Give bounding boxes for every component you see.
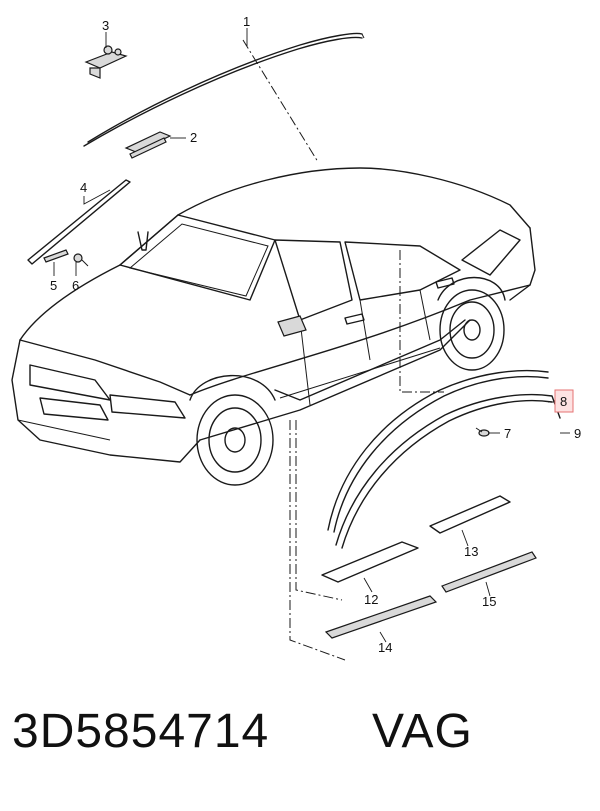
callout-4: 4 [80,180,87,195]
sill-plate-14 [324,595,438,639]
brand-name: VAG [372,705,473,758]
callout-label: 8 [560,394,567,409]
callout-label: 9 [574,426,581,441]
callout-15: 15 [482,594,496,609]
callout-14: 14 [378,640,392,655]
wheel-arch-trim-8 [327,369,549,533]
callout-label: 1 [243,14,250,29]
callout-8: 8 [554,389,574,413]
fastener-7 [475,427,490,437]
callout-highlight-box [554,389,574,413]
callout-label: 13 [464,544,478,559]
callout-label: 14 [378,640,392,655]
callout-label: 15 [482,594,496,609]
part-number: 3D5854714 [12,705,270,758]
callout-label: 4 [80,180,87,195]
callout-2: 2 [190,130,197,145]
wheel-arch-trim-9 [335,393,561,549]
callout-label: 3 [102,18,109,33]
parts-diagram: 1 3 2 4 5 6 7 8 9 12 13 14 15 [11,14,581,661]
sill-plate-13 [429,495,511,534]
roof-clip-strip [124,131,172,159]
small-strip [43,249,69,263]
callout-12: 12 [364,592,378,607]
leader-lines [53,28,570,643]
screw-6 [73,253,89,267]
callout-13: 13 [464,544,478,559]
callout-label: 12 [364,592,378,607]
sill-plate-12 [321,541,419,583]
roof-clip [84,45,128,79]
sill-plate-15 [441,551,537,593]
roof-trim-strip [83,32,365,147]
callout-label: 2 [190,130,197,145]
callout-6: 6 [72,278,79,293]
callout-1: 1 [243,14,250,29]
callout-9: 9 [574,426,581,441]
callout-label: 7 [504,426,511,441]
callout-3: 3 [102,18,109,33]
callout-label: 6 [72,278,79,293]
callout-label: 5 [50,278,57,293]
car-body [11,167,536,486]
pillar-trim-strip [27,179,131,265]
callout-7: 7 [504,426,511,441]
guide-lines [242,39,444,661]
callout-5: 5 [50,278,57,293]
